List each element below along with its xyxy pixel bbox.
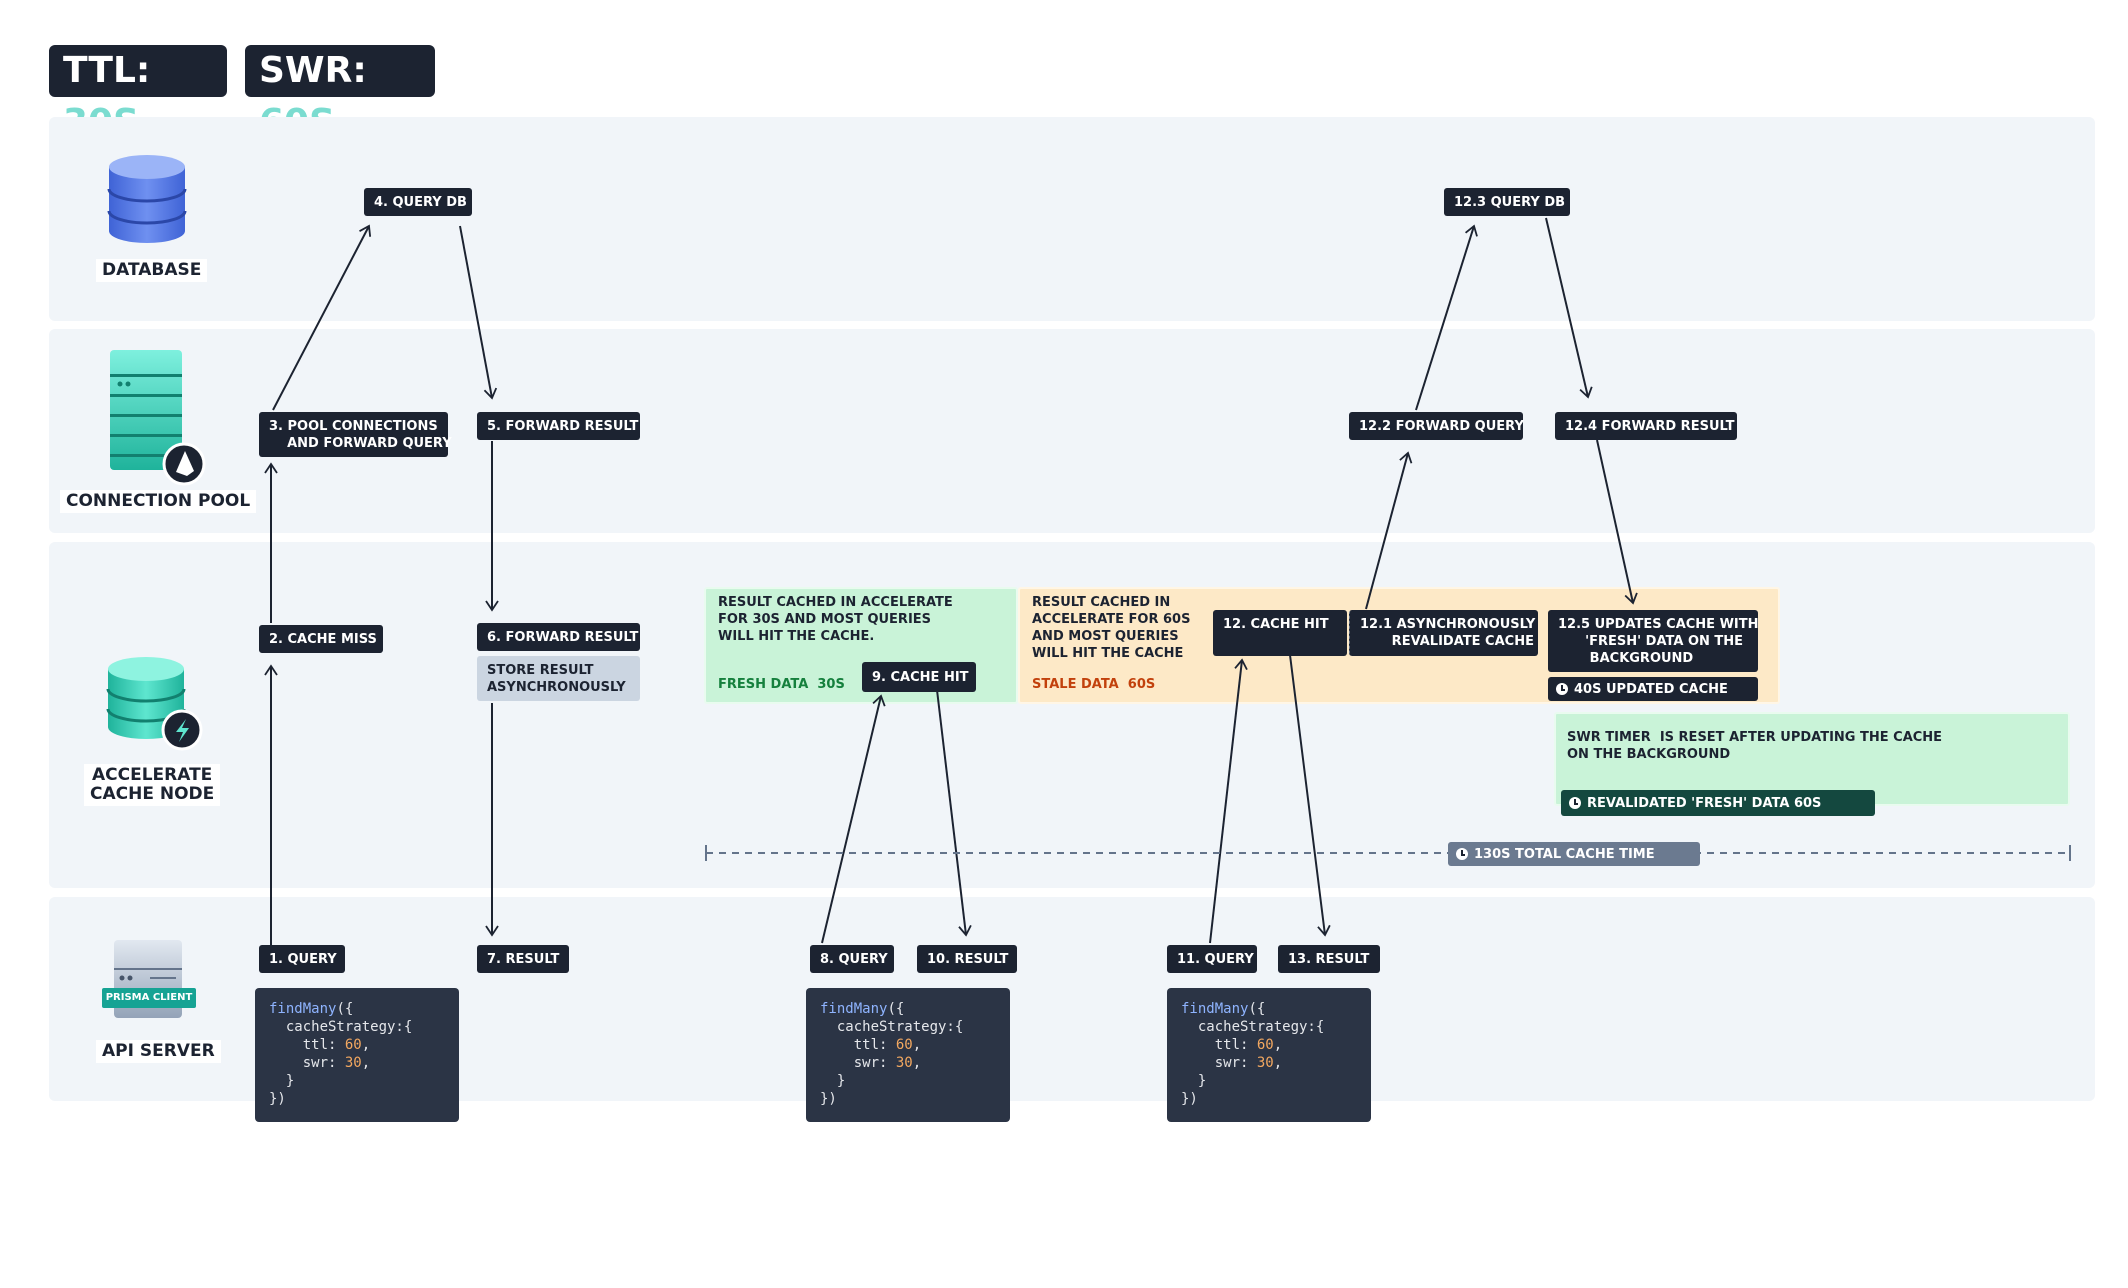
step-13-result: 13. RESULT xyxy=(1278,945,1380,973)
step-1-query: 1. QUERY xyxy=(259,945,345,973)
cache-node-icon xyxy=(106,657,203,751)
swr-reset-text: SWR TIMER IS RESET AFTER UPDATING THE CA… xyxy=(1567,730,1943,762)
stale-zone-text: RESULT CACHED IN ACCELERATE FOR 60S AND … xyxy=(1032,595,1191,661)
database-label: DATABASE xyxy=(96,259,208,282)
step-4-query-db: 4. QUERY DB xyxy=(364,188,472,216)
arrow-4-to-5 xyxy=(459,225,498,400)
arrow-3-to-4 xyxy=(272,224,372,411)
step-12-4-forward-result: 12.4 FORWARD RESULT xyxy=(1555,412,1737,440)
ttl-key: TTL: xyxy=(63,50,151,91)
ttl-pill: TTL: 30S xyxy=(49,45,227,143)
fresh-zone-text: RESULT CACHED IN ACCELERATE FOR 30S AND … xyxy=(718,595,953,644)
arrow-9-to-10 xyxy=(936,689,972,937)
database-icon xyxy=(107,155,187,243)
total-cache-timeline xyxy=(705,845,2071,861)
code-block-3: findMany({ cacheStrategy:{ ttl: 60, swr:… xyxy=(1167,988,1371,1122)
arrow-8-to-9 xyxy=(821,694,886,944)
prisma-logo-icon xyxy=(162,442,206,486)
total-cache-time-label: 130S TOTAL CACHE TIME xyxy=(1474,846,1655,862)
arrow-12-3-to-12-4 xyxy=(1545,217,1593,399)
updated-cache-pill: 40S UPDATED CACHE xyxy=(1548,677,1758,701)
clock-icon xyxy=(1456,848,1468,860)
connection-pool-label: CONNECTION POOL xyxy=(60,490,257,513)
code-block-1: findMany({ cacheStrategy:{ ttl: 60, swr:… xyxy=(255,988,459,1122)
step-12-cache-hit: 12. CACHE HIT xyxy=(1213,610,1347,656)
swr-key: SWR: xyxy=(259,50,367,91)
store-result-async: STORE RESULT ASYNCHRONOUSLY xyxy=(477,656,640,701)
total-cache-time-pill: 130S TOTAL CACHE TIME xyxy=(1448,842,1700,866)
step-8-query: 8. QUERY xyxy=(810,945,894,973)
arrow-11-to-12 xyxy=(1209,658,1248,944)
stale-data-label: STALE DATA 60S xyxy=(1032,677,1156,692)
step-11-query: 11. QUERY xyxy=(1167,945,1257,973)
cache-node-label: ACCELERATE CACHE NODE xyxy=(84,764,221,806)
code-fn: findMany xyxy=(269,1001,337,1017)
arrow-12-2-to-12-3 xyxy=(1415,224,1478,411)
code-fn: findMany xyxy=(820,1001,888,1017)
database-lane xyxy=(49,117,2095,321)
revalidated-pill: REVALIDATED 'FRESH' DATA 60S xyxy=(1561,790,1875,816)
fresh-data-label: FRESH DATA 30S xyxy=(718,677,845,692)
step-12-5-updates-cache: 12.5 UPDATES CACHE WITH 'FRESH' DATA ON … xyxy=(1548,610,1759,672)
arrow-12-to-13 xyxy=(1289,654,1331,937)
lightning-icon xyxy=(161,709,203,751)
connection-pool-icon xyxy=(110,350,206,486)
step-6-forward-result: 6. FORWARD RESULT xyxy=(477,623,640,651)
step-12-1-revalidate: 12.1 ASYNCHRONOUSLY REVALIDATE CACHE xyxy=(1349,610,1538,656)
prisma-client-badge: PRISMA CLIENT xyxy=(102,988,196,1008)
api-server-label: API SERVER xyxy=(96,1040,221,1063)
step-10-result: 10. RESULT xyxy=(917,945,1017,973)
revalidated-label: REVALIDATED 'FRESH' DATA 60S xyxy=(1587,795,1822,811)
updated-cache-label: 40S UPDATED CACHE xyxy=(1574,681,1728,697)
code-block-2: findMany({ cacheStrategy:{ ttl: 60, swr:… xyxy=(806,988,1010,1122)
arrow-12-1-to-12-2 xyxy=(1365,451,1413,610)
step-12-3-query-db: 12.3 QUERY DB xyxy=(1444,188,1570,216)
step-9-cache-hit: 9. CACHE HIT xyxy=(862,662,976,692)
step-12-2-forward-query: 12.2 FORWARD QUERY xyxy=(1349,412,1524,440)
clock-icon xyxy=(1569,797,1581,809)
step-7-result: 7. RESULT xyxy=(477,945,569,973)
api-server-icon xyxy=(114,940,182,1018)
arrow-12-4-to-12-5 xyxy=(1596,439,1638,605)
clock-icon xyxy=(1556,683,1568,695)
code-fn: findMany xyxy=(1181,1001,1249,1017)
step-3-pool-connections: 3. POOL CONNECTIONS AND FORWARD QUERY xyxy=(259,412,452,457)
step-2-cache-miss: 2. CACHE MISS xyxy=(259,625,383,653)
step-5-forward-result: 5. FORWARD RESULT xyxy=(477,412,640,440)
